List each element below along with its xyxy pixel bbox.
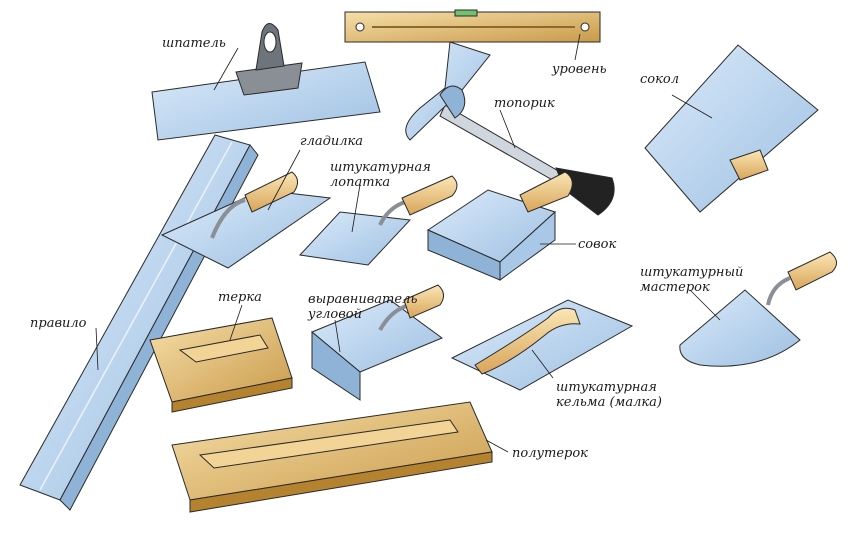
vyravnivatel-corner-tool [311,284,444,401]
leader-lines [95,33,721,453]
label-toporik: топорик [494,96,555,111]
toporik-hatchet [405,41,615,216]
gladilka-float [160,171,332,269]
lopatka-trowel [298,175,458,266]
label-kelma: штукатурная кельма (малка) [556,380,662,410]
label-shpatel: шпатель [162,36,226,51]
label-terka: терка [218,290,262,305]
masterok-trowel [679,251,837,367]
sokol-hawk [644,44,819,213]
poluterok-float [171,401,493,513]
label-lopatka: штукатурная лопатка [330,160,431,190]
label-uroven: уровень [552,62,607,77]
label-gladilka: гладилка [300,134,364,149]
label-pravilo: правило [30,316,87,331]
label-sokol: сокол [640,72,679,87]
label-vyravnivatel: выравниватель угловой [308,292,418,322]
uroven-level [344,9,601,43]
label-masterok: штукатурный мастерок [640,265,744,295]
label-poluterok: полутерок [512,446,588,461]
shpatel-spatula [151,23,381,141]
label-sovok: совок [578,237,617,252]
kelma-trowel [450,299,634,391]
sovok-scoop [426,171,573,281]
terka-float [149,317,293,413]
